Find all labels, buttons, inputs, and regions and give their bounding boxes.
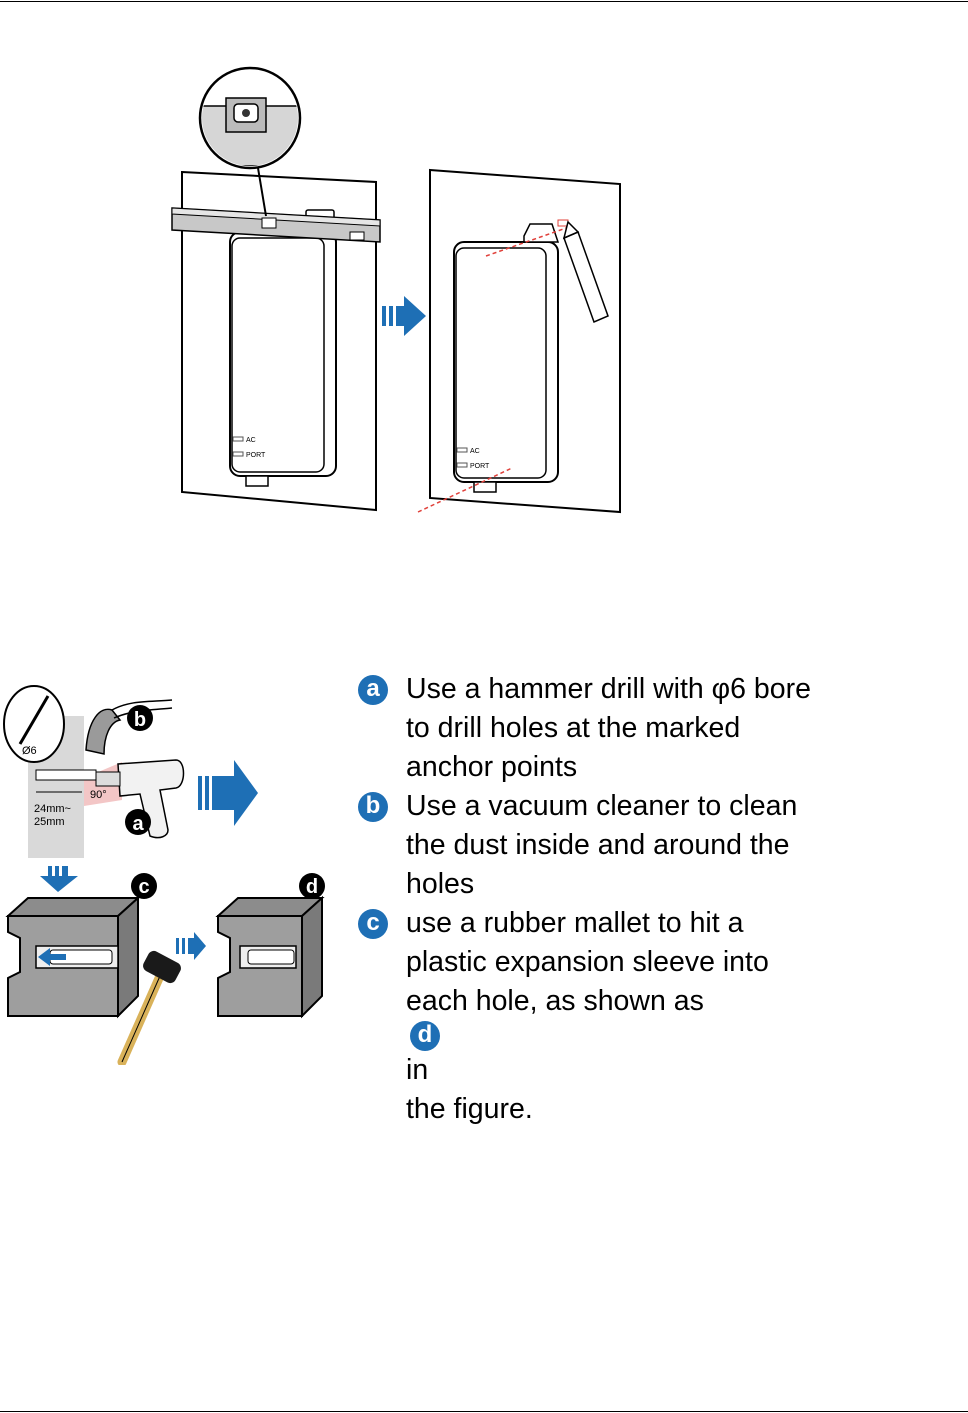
callout-b: b	[127, 705, 153, 731]
svg-text:a: a	[132, 813, 144, 835]
depth-label-2: 25mm	[34, 816, 65, 828]
left-led-ac-label: AC	[246, 437, 256, 444]
step-b: b Use a vacuum cleaner to clean the dust…	[358, 787, 918, 904]
callout-a: a	[125, 809, 151, 835]
down-arrow-icon	[40, 866, 78, 892]
step-c: c use a rubber mallet to hit a plastic e…	[358, 904, 918, 1129]
step-a-text: Use a hammer drill with φ6 bore to drill…	[406, 670, 811, 787]
drill-bit-size-label: Ø6	[22, 745, 37, 757]
step-badge-b: b	[358, 792, 388, 822]
footer-rule	[0, 1411, 968, 1412]
right-led-port-label: PORT	[470, 463, 490, 470]
header-rule	[0, 1, 968, 2]
left-device: AC PORT	[230, 210, 336, 486]
transition-arrow-icon	[382, 296, 426, 336]
step-badge-a: a	[358, 675, 388, 705]
step-a: a Use a hammer drill with φ6 bore to dri…	[358, 670, 918, 787]
callout-d: d	[299, 873, 325, 899]
step-c-text: use a rubber mallet to hit a plastic exp…	[406, 904, 769, 1129]
inline-badge-d: d	[410, 1021, 440, 1051]
wall-block-left	[8, 898, 138, 1016]
step-list: a Use a hammer drill with φ6 bore to dri…	[358, 670, 918, 1129]
callout-c: c	[131, 873, 157, 899]
wall-block-right	[218, 898, 322, 1016]
level-bubble-zoom	[198, 68, 308, 168]
svg-text:b: b	[134, 709, 146, 731]
vacuum-hose-icon	[86, 700, 172, 754]
step-badge-c: c	[358, 909, 388, 939]
svg-text:c: c	[138, 876, 149, 898]
right-device: AC PORT	[454, 224, 558, 492]
left-led-port-label: PORT	[246, 452, 266, 459]
figure-drilling-sleeves: Ø6 90° 24mm~ 25mm a b	[0, 680, 350, 1065]
drill-bit-zoom: Ø6	[4, 686, 64, 762]
right-led-ac-label: AC	[470, 448, 480, 455]
next-step-arrow-icon	[198, 760, 258, 826]
depth-label-1: 24mm~	[34, 803, 71, 815]
figure-leveling-marking: AC PORT AC PORT	[160, 60, 640, 520]
angle-label: 90°	[90, 789, 107, 801]
small-arrow-icon	[176, 932, 206, 960]
svg-text:d: d	[306, 876, 318, 898]
step-b-text: Use a vacuum cleaner to clean the dust i…	[406, 787, 797, 904]
